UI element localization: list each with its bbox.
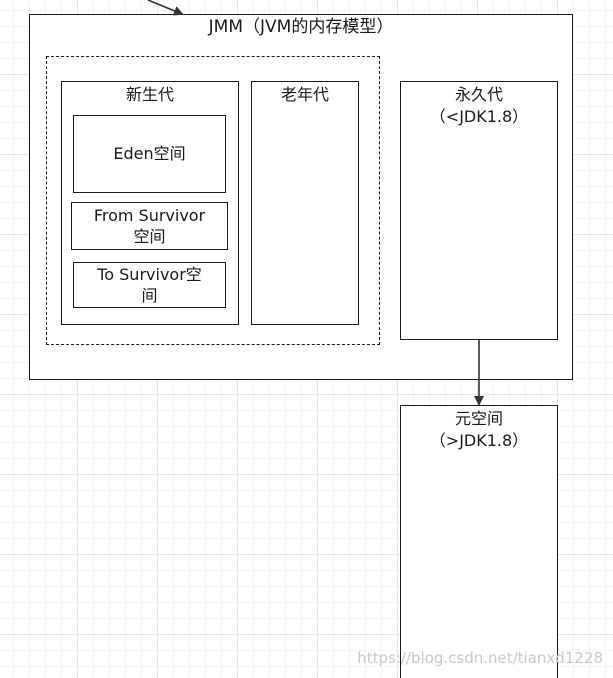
permanent-generation-label: 永久代 （<JDK1.8） <box>429 85 529 126</box>
incoming-arrow <box>147 0 184 16</box>
young-generation-label: 新生代 <box>125 85 174 104</box>
old-generation-box: 老年代 <box>251 81 359 325</box>
eden-space-box: Eden空间 <box>73 115 226 193</box>
permanent-generation-box: 永久代 （<JDK1.8） <box>400 81 558 340</box>
heap-dashed-group <box>46 56 380 345</box>
metaspace-label: 元空间 （>JDK1.8） <box>429 409 529 450</box>
to-survivor-label: To Survivor空 间 <box>97 265 202 305</box>
to-survivor-box: To Survivor空 间 <box>73 262 226 308</box>
from-survivor-box: From Survivor 空间 <box>71 202 228 250</box>
old-generation-label: 老年代 <box>280 85 329 104</box>
watermark-text: https://blog.csdn.net/tianxd1228 <box>357 649 603 667</box>
jmm-title: JMM（JVM的内存模型） <box>208 17 394 37</box>
from-survivor-label: From Survivor 空间 <box>93 206 206 246</box>
eden-space-label: Eden空间 <box>113 144 186 163</box>
metaspace-box: 元空间 （>JDK1.8） <box>400 405 558 678</box>
